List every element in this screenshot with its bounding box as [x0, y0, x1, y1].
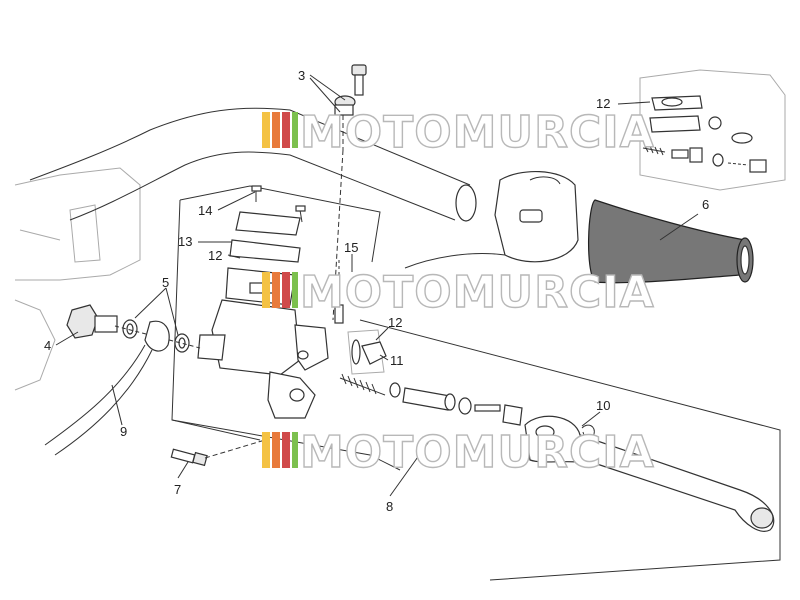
- callout-10: 10: [596, 398, 610, 413]
- watermark-bottom: MOTOMURCIA: [262, 426, 655, 479]
- watermark-text: MOTOMURCIA: [300, 107, 655, 158]
- top-bolts: [332, 64, 367, 321]
- callout-12-piston: 12: [388, 315, 402, 330]
- callouts: 3 14 13 12 15 5 4 12 11 9 7 8 10 12 6: [44, 68, 709, 514]
- leader-lines: [55, 74, 699, 497]
- watermark-middle: MOTOMURCIA: [262, 266, 655, 319]
- inset-detail: [639, 69, 786, 191]
- switch-housing: [404, 171, 579, 269]
- watermark-top: MOTOMURCIA: [262, 106, 655, 159]
- callout-9: 9: [120, 424, 127, 439]
- banjo-bolt: [66, 304, 201, 353]
- watermark-text: MOTOMURCIA: [300, 267, 655, 318]
- watermark-text: MOTOMURCIA: [300, 427, 655, 478]
- callout-5: 5: [162, 275, 169, 290]
- frame-outline: [14, 167, 141, 391]
- callout-13: 13: [178, 234, 192, 249]
- fitting-15: [334, 260, 344, 324]
- master-cylinder: [197, 185, 329, 419]
- callout-3: 3: [298, 68, 305, 83]
- callout-14: 14: [198, 203, 212, 218]
- brake-lever: [524, 415, 775, 532]
- grip: [588, 199, 754, 284]
- callout-8: 8: [386, 499, 393, 514]
- brake-hose: [44, 320, 170, 456]
- callout-12-inset: 12: [596, 96, 610, 111]
- callout-4: 4: [44, 338, 51, 353]
- callout-7: 7: [174, 482, 181, 497]
- assembly-outline: [171, 185, 781, 581]
- callout-12-cylinder: 12: [208, 248, 222, 263]
- piston-kit: [339, 329, 523, 426]
- bleeder: [170, 439, 266, 467]
- callout-6: 6: [702, 197, 709, 212]
- callout-15: 15: [344, 240, 358, 255]
- callout-11: 11: [390, 353, 404, 368]
- handlebar: [29, 107, 477, 222]
